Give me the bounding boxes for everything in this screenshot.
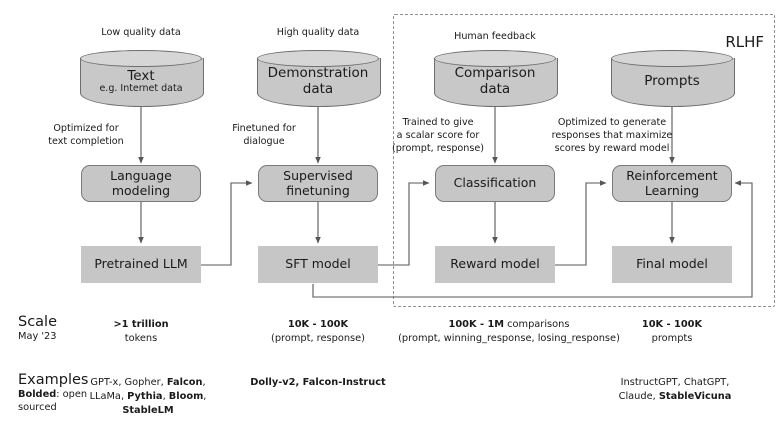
rlhf-region-label: RLHF <box>725 33 764 51</box>
scale-cell-pretraining: >1 trillion tokens <box>81 318 201 346</box>
caption-human-feedback: Human feedback <box>454 31 536 42</box>
rlhf-region: RLHF <box>393 14 775 307</box>
scale-cell-reward-line2: (prompt, winning_response, losing_respon… <box>398 332 620 344</box>
process-reinforcement-learning: Reinforcement Learning <box>612 165 732 202</box>
edge-label-finetuned-for-dialogue: Finetuned for dialogue <box>232 123 296 147</box>
scale-cell-reward-rest: comparisons <box>504 319 570 330</box>
examples-sublabel-line2: sourced <box>18 401 57 413</box>
edge-label-optimized-to-generate-responses: Optimized to generate responses that max… <box>551 117 673 154</box>
model-reward-model: Reward model <box>435 246 555 283</box>
scale-cell-pretraining-bold: >1 trillion <box>113 319 169 330</box>
edge-label-trained-to-give-scalar-score: Trained to give a scalar score for (prom… <box>391 117 485 154</box>
model-sft-model: SFT model <box>258 246 378 283</box>
datastore-text: Text e.g. Internet data <box>80 50 204 107</box>
scale-date: May '23 <box>18 331 57 343</box>
edge-label-optimized-for-text-completion: Optimized for text completion <box>48 123 124 147</box>
datastore-comparison-title: Comparison <box>454 65 536 82</box>
examples-cell-sft: Dolly-v2, Falcon-Instruct <box>250 377 386 388</box>
examples-cell-pretraining: GPT-x, Gopher, Falcon,LLaMa, Pythia, Blo… <box>89 377 207 416</box>
examples-sublabel-bold: Bolded <box>18 389 57 401</box>
datastore-prompts-title: Prompts <box>644 73 700 90</box>
cylinder-top <box>434 50 556 67</box>
examples-row-label: Examples Bolded: open sourced <box>18 371 88 415</box>
cylinder-top <box>80 50 202 67</box>
model-pretrained-llm: Pretrained LLM <box>81 246 201 283</box>
caption-high-quality-data: High quality data <box>276 27 360 38</box>
datastore-comparison-data: Comparison data <box>434 50 558 107</box>
examples-cell-rl: InstructGPT, ChatGPT,Claude, StableVicun… <box>618 377 732 402</box>
scale-cell-rl: 10K - 100K prompts <box>612 318 732 346</box>
datastore-prompts: Prompts <box>611 50 735 107</box>
cylinder-top <box>611 50 733 67</box>
scale-cell-pretraining-rest: tokens <box>124 332 158 344</box>
scale-cell-rl-bold: 10K - 100K <box>641 319 703 330</box>
scale-row-label: Scale May '23 <box>18 313 57 344</box>
scale-cell-rl-rest: prompts <box>651 332 693 344</box>
datastore-comparison-subtitle: data <box>479 81 511 97</box>
scale-cell-reward: 100K - 1M comparisons (prompt, winning_r… <box>389 318 629 346</box>
examples-label: Examples <box>18 372 89 388</box>
process-classification: Classification <box>435 165 555 202</box>
datastore-text-title: Text <box>127 67 155 84</box>
model-final-model: Final model <box>612 246 732 283</box>
datastore-demonstration-data: Demonstration data <box>257 50 381 107</box>
caption-low-quality-data: Low quality data <box>101 27 181 38</box>
datastore-demonstration-subtitle: data <box>302 81 334 97</box>
scale-label: Scale <box>18 314 58 330</box>
scale-cell-sft-bold: 10K - 100K <box>287 319 349 330</box>
datastore-text-subtitle: e.g. Internet data <box>99 83 183 95</box>
scale-cell-reward-bold: 100K - 1M <box>448 319 505 330</box>
process-language-modeling: Language modeling <box>81 165 201 202</box>
scale-cell-sft-rest: (prompt, response) <box>271 332 365 344</box>
scale-cell-sft: 10K - 100K (prompt, response) <box>258 318 378 346</box>
examples-sublabel-rest: : open <box>56 389 88 401</box>
datastore-demonstration-title: Demonstration <box>267 65 369 82</box>
examples-sublabel: Bolded: open <box>18 389 88 402</box>
process-supervised-finetuning: Supervised finetuning <box>258 165 378 202</box>
cylinder-top <box>257 50 379 67</box>
